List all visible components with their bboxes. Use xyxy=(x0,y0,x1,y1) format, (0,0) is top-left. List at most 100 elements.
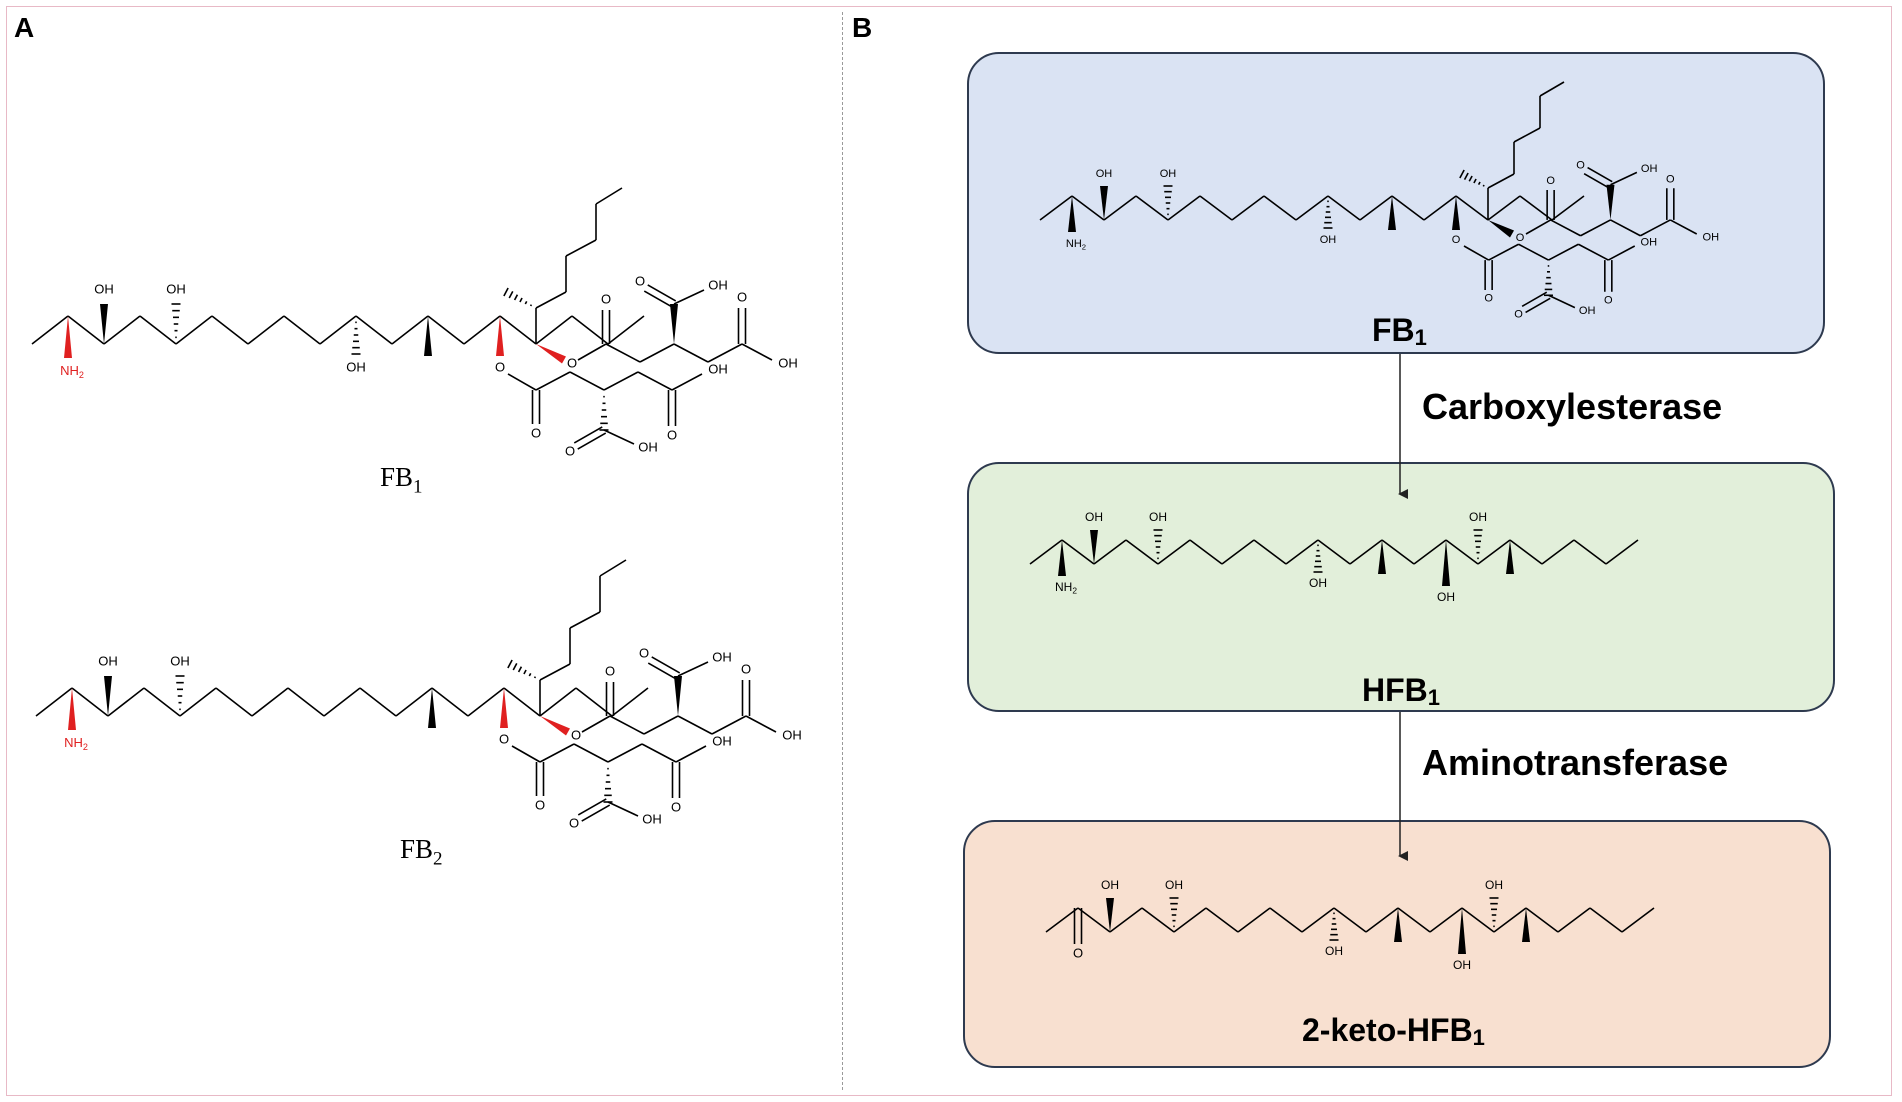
wedge-bond xyxy=(428,688,436,728)
bond xyxy=(1550,219,1581,237)
bond xyxy=(67,315,105,345)
bond xyxy=(1461,907,1495,933)
bond xyxy=(1413,539,1447,565)
amine-label: NH2 xyxy=(64,735,88,752)
bond xyxy=(507,373,537,391)
atom-label: O xyxy=(1452,234,1461,246)
bond xyxy=(1610,219,1641,237)
bond xyxy=(1109,907,1143,933)
bond xyxy=(1610,171,1638,186)
bond xyxy=(1365,907,1399,933)
bond xyxy=(528,672,532,677)
bond xyxy=(1463,172,1469,181)
bond xyxy=(1539,81,1565,97)
atom-label: OH xyxy=(1437,590,1455,604)
amine-label: NH2 xyxy=(1066,238,1086,251)
bond xyxy=(71,687,109,717)
bond xyxy=(508,290,514,299)
bond xyxy=(573,426,603,444)
bond xyxy=(1468,175,1473,182)
bond xyxy=(1231,195,1265,221)
bond xyxy=(391,315,429,345)
bond xyxy=(607,801,639,817)
atom-label: O xyxy=(569,815,579,830)
bond xyxy=(599,559,627,577)
bond xyxy=(1103,195,1137,221)
bond xyxy=(1333,907,1367,933)
bond xyxy=(1173,907,1207,933)
bond xyxy=(539,743,575,763)
bond xyxy=(319,315,357,345)
bond xyxy=(323,687,361,717)
wedge-bond xyxy=(1100,186,1108,220)
enzyme-carboxylesterase: Carboxylesterase xyxy=(1422,386,1723,427)
bond xyxy=(1669,219,1698,235)
wedge-bond xyxy=(500,688,508,728)
wedge-bond xyxy=(1106,898,1114,932)
bond xyxy=(643,715,679,735)
wedge-bond xyxy=(496,316,504,356)
wedge-bond xyxy=(536,344,566,364)
bond xyxy=(1463,245,1490,261)
bond xyxy=(247,315,285,345)
bond xyxy=(143,687,181,717)
bond xyxy=(677,715,713,735)
panel-divider xyxy=(842,12,843,1090)
bond xyxy=(1429,907,1463,933)
bond xyxy=(503,687,541,717)
atom-label: OH xyxy=(782,727,802,742)
bond xyxy=(511,745,541,763)
atom-label: OH xyxy=(1101,878,1119,892)
atom-label: O xyxy=(571,727,581,742)
bond xyxy=(31,315,69,345)
bond xyxy=(1455,195,1489,221)
bond xyxy=(1525,297,1551,314)
bond xyxy=(1607,245,1636,261)
bond xyxy=(1573,539,1607,565)
atom-label: OH xyxy=(712,649,732,664)
bond xyxy=(1487,195,1521,221)
wedge-bond xyxy=(1394,908,1402,942)
bond xyxy=(1513,127,1541,143)
bond xyxy=(1391,195,1425,221)
bond xyxy=(1541,539,1575,565)
bond xyxy=(1349,539,1383,565)
atom-label: O xyxy=(1484,293,1493,305)
bond xyxy=(395,687,433,717)
atom-label: OH xyxy=(638,439,658,454)
atom-label: OH xyxy=(708,277,728,292)
bond xyxy=(535,291,567,309)
bond xyxy=(607,315,645,345)
atom-label: OH xyxy=(1085,510,1103,524)
bond xyxy=(1263,195,1297,221)
figure-frame xyxy=(6,6,1892,1096)
wedge-bond xyxy=(1452,196,1460,230)
wedge-bond xyxy=(1068,196,1076,232)
bond xyxy=(577,798,607,816)
bond xyxy=(1621,907,1655,933)
fb2-caption: FB2 xyxy=(400,834,443,870)
bond xyxy=(431,687,469,717)
atom-label: O xyxy=(667,427,677,442)
wedge-bond xyxy=(1488,220,1515,238)
wedge-bond xyxy=(1058,540,1066,576)
atom-label: O xyxy=(671,799,681,814)
bond xyxy=(35,687,73,717)
bond xyxy=(463,315,501,345)
bond xyxy=(677,661,709,677)
bond xyxy=(1317,539,1351,565)
bond xyxy=(581,804,611,822)
atom-label: O xyxy=(605,663,615,678)
wedge-bond xyxy=(64,316,72,358)
bond xyxy=(1548,294,1576,309)
atom-label: O xyxy=(495,359,505,374)
atom-label: O xyxy=(565,443,575,458)
bond xyxy=(605,343,641,363)
atom-label: OH xyxy=(1703,231,1720,243)
bond xyxy=(1397,907,1431,933)
atom-label: OH xyxy=(1309,576,1327,590)
atom-label: O xyxy=(1604,294,1613,306)
bond xyxy=(643,290,673,308)
